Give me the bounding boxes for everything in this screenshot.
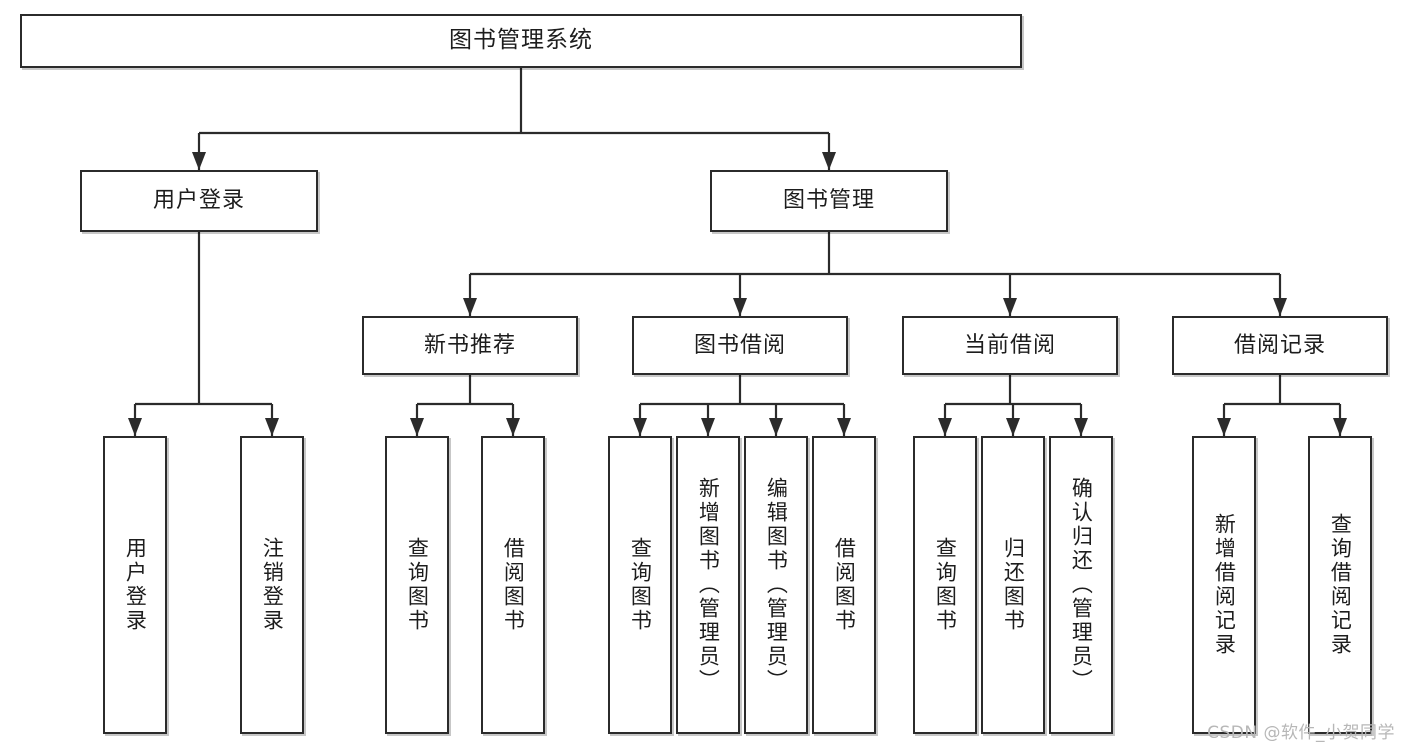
node-user-login[interactable]: 用户登录 (80, 170, 318, 232)
node-root[interactable]: 图书管理系统 (20, 14, 1022, 68)
node-label: 新增借阅记录 (1212, 513, 1237, 657)
arrow-head-current-borrow (1003, 298, 1017, 316)
arrow-head-user-login (192, 152, 206, 170)
node-label: 确认归还（管理员） (1069, 477, 1094, 693)
node-label: 编辑图书（管理员） (764, 477, 789, 693)
node-label: 查询图书 (933, 537, 958, 633)
node-label: 图书管理 (782, 188, 875, 214)
node-label: 新增图书（管理员） (696, 477, 721, 693)
node-leaf-query-book-3[interactable]: 查询图书 (913, 436, 977, 734)
arrow-head-leaf-query-book-2 (633, 418, 647, 436)
node-leaf-query-record[interactable]: 查询借阅记录 (1308, 436, 1372, 734)
node-label: 用户登录 (152, 188, 245, 214)
node-leaf-borrow-book-1[interactable]: 借阅图书 (481, 436, 545, 734)
node-leaf-user-login[interactable]: 用户登录 (103, 436, 167, 734)
node-label: 新书推荐 (423, 332, 516, 358)
node-leaf-add-record[interactable]: 新增借阅记录 (1192, 436, 1256, 734)
arrow-head-leaf-confirm-return (1074, 418, 1088, 436)
node-new-book-rec[interactable]: 新书推荐 (362, 316, 578, 375)
arrow-head-book-borrow (733, 298, 747, 316)
arrow-head-leaf-user-logout (265, 418, 279, 436)
node-label: 查询借阅记录 (1328, 513, 1353, 657)
node-current-borrow[interactable]: 当前借阅 (902, 316, 1118, 375)
arrow-head-leaf-add-record (1217, 418, 1231, 436)
arrow-head-leaf-edit-book (769, 418, 783, 436)
node-leaf-return-book[interactable]: 归还图书 (981, 436, 1045, 734)
node-borrow-record[interactable]: 借阅记录 (1172, 316, 1388, 375)
arrow-head-leaf-user-login (128, 418, 142, 436)
arrow-head-leaf-return-book (1006, 418, 1020, 436)
watermark-label: CSDN @软件_小贺同学 (1207, 723, 1395, 743)
node-leaf-edit-book[interactable]: 编辑图书（管理员） (744, 436, 808, 734)
node-label: 借阅记录 (1233, 332, 1326, 358)
arrow-head-book-manage (822, 152, 836, 170)
node-leaf-query-book-1[interactable]: 查询图书 (385, 436, 449, 734)
arrow-head-leaf-query-book-3 (938, 418, 952, 436)
arrow-head-leaf-borrow-book-1 (506, 418, 520, 436)
node-label: 借阅图书 (501, 537, 526, 633)
node-book-borrow[interactable]: 图书借阅 (632, 316, 848, 375)
node-leaf-add-book[interactable]: 新增图书（管理员） (676, 436, 740, 734)
node-label: 图书借阅 (693, 332, 786, 358)
node-book-manage[interactable]: 图书管理 (710, 170, 948, 232)
node-leaf-query-book-2[interactable]: 查询图书 (608, 436, 672, 734)
node-leaf-borrow-book-2[interactable]: 借阅图书 (812, 436, 876, 734)
arrow-head-leaf-borrow-book-2 (837, 418, 851, 436)
arrow-head-borrow-record (1273, 298, 1287, 316)
node-label: 归还图书 (1001, 537, 1026, 633)
arrow-head-leaf-query-book-1 (410, 418, 424, 436)
arrow-head-leaf-query-record (1333, 418, 1347, 436)
node-leaf-confirm-return[interactable]: 确认归还（管理员） (1049, 436, 1113, 734)
node-label: 用户登录 (123, 537, 148, 633)
node-leaf-user-logout[interactable]: 注销登录 (240, 436, 304, 734)
node-label: 查询图书 (405, 537, 430, 633)
arrow-head-new-book-rec (463, 298, 477, 316)
node-label: 借阅图书 (832, 537, 857, 633)
node-label: 当前借阅 (963, 332, 1056, 358)
node-label: 图书管理系统 (449, 27, 593, 54)
node-label: 注销登录 (260, 537, 285, 633)
arrow-head-leaf-add-book (701, 418, 715, 436)
node-label: 查询图书 (628, 537, 653, 633)
